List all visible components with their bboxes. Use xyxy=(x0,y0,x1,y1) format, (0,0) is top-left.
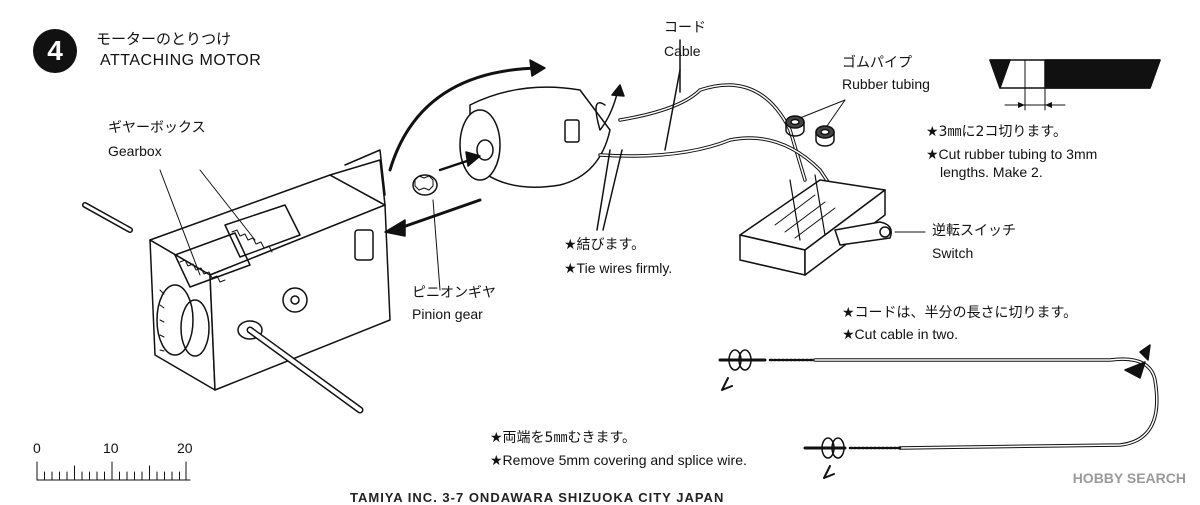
tie-wires-note-jp: ★結びます。 xyxy=(564,237,646,253)
cable-label-jp: コード xyxy=(664,20,706,36)
step-number-badge: 4 xyxy=(33,29,77,73)
scale-tick-label: 0 xyxy=(33,440,41,456)
watermark: HOBBY SEARCH xyxy=(1072,470,1186,486)
cable-cut-diagram xyxy=(718,344,1159,479)
gearbox-label-en: Gearbox xyxy=(108,143,162,159)
scale-tick-label: 10 xyxy=(103,440,119,456)
gearbox-drawing xyxy=(82,149,391,414)
switch-label-jp: 逆転スイッチ xyxy=(932,223,1016,239)
cable-label-en: Cable xyxy=(664,43,701,59)
remove-covering-note-en: ★Remove 5mm covering and splice wire. xyxy=(490,452,747,468)
motor-drawing xyxy=(384,59,611,237)
manufacturer-strip: TAMIYA INC. 3-7 ONDAWARA SHIZUOKA CITY J… xyxy=(350,490,725,505)
tubing-cut-diagram xyxy=(989,59,1161,111)
pinion-gear-label-jp: ピニオンギヤ xyxy=(412,285,496,301)
rubber-tubing-drawing xyxy=(785,99,846,147)
cable-drawing xyxy=(596,39,832,231)
rubber-cut-note-en-1: ★Cut rubber tubing to 3mm xyxy=(926,146,1098,162)
rubber-tubing-label-en: Rubber tubing xyxy=(842,76,930,92)
step-title-en: ATTACHING MOTOR xyxy=(100,52,262,69)
switch-drawing xyxy=(739,174,926,276)
pinion-gear-drawing xyxy=(412,174,441,291)
remove-covering-note-jp: ★両端を5㎜むきます。 xyxy=(490,430,637,446)
rubber-cut-note-en-2: lengths. Make 2. xyxy=(940,164,1043,180)
tie-wires-note-en: ★Tie wires firmly. xyxy=(564,260,673,276)
scale-tick-label: 20 xyxy=(177,440,193,456)
cable-cut-note-en: ★Cut cable in two. xyxy=(842,326,959,342)
step-title-jp: モーターのとりつけ xyxy=(96,30,232,48)
rubber-tubing-label-jp: ゴムパイプ xyxy=(842,55,912,71)
rubber-cut-note-jp: ★3㎜に2コ切ります。 xyxy=(926,124,1067,140)
pinion-gear-label-en: Pinion gear xyxy=(412,306,483,322)
switch-label-en: Switch xyxy=(932,245,974,261)
gearbox-label-jp: ギヤーボックス xyxy=(108,120,206,136)
scale-ruler xyxy=(36,461,191,481)
cable-cut-note-jp: ★コードは、半分の長さに切ります。 xyxy=(842,305,1078,321)
